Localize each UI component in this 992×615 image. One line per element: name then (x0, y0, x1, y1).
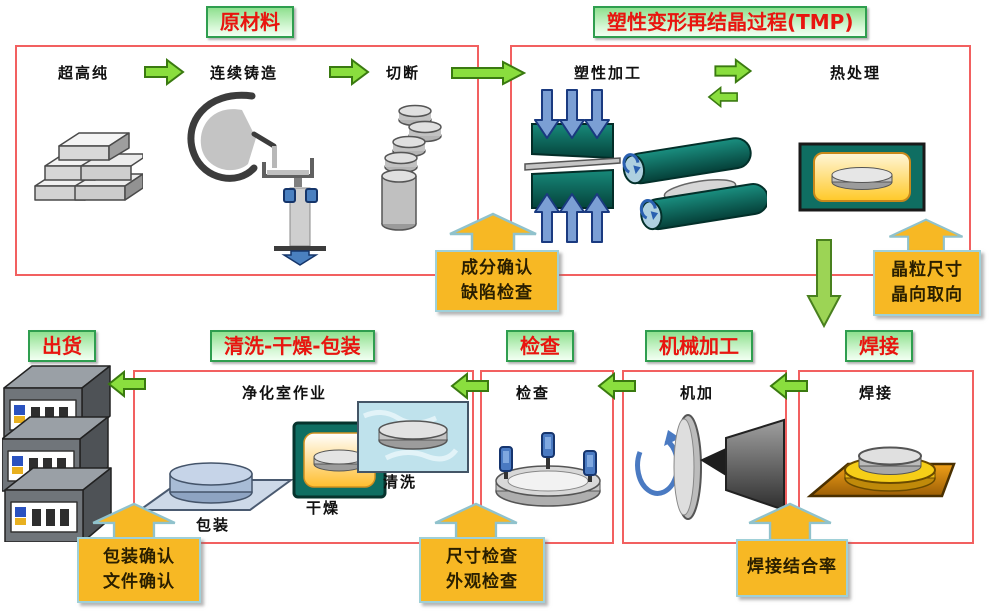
cleaning-tank-illustration (356, 400, 470, 474)
flow-arrow-right-long-icon (450, 60, 526, 86)
callout-dimension-check: 尺寸检查 外观检查 (419, 537, 545, 603)
callout-line: 成分确认 (461, 257, 533, 278)
callout-arrow-up-icon (884, 218, 968, 252)
rolling-mill-illustration (612, 132, 767, 250)
continuous-casting-illustration (172, 88, 340, 266)
callout-arrow-up-icon (430, 502, 522, 540)
inspection-gauges-illustration (486, 425, 610, 517)
title-raw-materials: 原材料 (206, 6, 294, 38)
cut-billets-illustration (375, 98, 445, 238)
flow-arrow-right-icon (710, 58, 756, 84)
step-cutting: 切断 (386, 64, 421, 82)
flow-arrow-right-icon (328, 58, 370, 86)
flow-arrow-left-icon (597, 372, 637, 400)
title-welding: 焊接 (845, 330, 913, 362)
flow-arrow-left-icon (769, 372, 809, 400)
step-cleaning: 清洗 (383, 473, 418, 491)
step-inspection: 检查 (516, 384, 551, 402)
title-tmp-process: 塑性变形再结晶过程(TMP) (593, 6, 868, 38)
step-welding: 焊接 (859, 384, 894, 402)
step-machining: 机加 (680, 384, 715, 402)
inspection-box (480, 370, 614, 544)
welded-target-illustration (802, 418, 962, 513)
callout-composition-check: 成分确认 缺陷检查 (435, 250, 559, 312)
step-plastic-working: 塑性加工 (574, 64, 643, 82)
flow-arrow-left-icon (700, 86, 746, 108)
callout-line: 晶粒尺寸 (891, 259, 963, 280)
lathe-illustration (626, 402, 788, 532)
tmp-box (510, 45, 971, 276)
furnace-illustration (798, 142, 926, 212)
ingot-pile-illustration (33, 108, 143, 203)
flow-arrow-left-icon (450, 372, 490, 400)
callout-line: 文件确认 (103, 572, 175, 592)
callout-bond-rate-check: 焊接结合率 (736, 539, 848, 597)
title-machining: 机械加工 (645, 330, 753, 362)
step-drying: 干燥 (306, 499, 341, 517)
callout-line: 缺陷检查 (461, 283, 533, 303)
callout-arrow-up-icon (744, 502, 836, 540)
machining-box (622, 370, 787, 544)
callout-line: 焊接结合率 (747, 557, 837, 578)
step-cleanroom-operation: 净化室作业 (242, 384, 328, 402)
step-continuous-casting: 连续铸造 (210, 64, 279, 82)
flow-arrow-down-icon (806, 238, 842, 328)
title-shipping: 出货 (28, 330, 96, 362)
callout-arrow-up-icon (448, 212, 538, 252)
packaging-tray-illustration (138, 450, 293, 520)
flow-arrow-left-icon (106, 370, 148, 398)
title-clean-dry-pack: 清洗-干燥-包装 (210, 330, 375, 362)
callout-arrow-up-icon (88, 502, 180, 540)
flow-arrow-right-icon (143, 58, 185, 86)
step-packaging: 包装 (196, 516, 231, 534)
welding-box (798, 370, 974, 544)
callout-packaging-check: 包装确认 文件确认 (77, 537, 201, 603)
callout-grain-check: 晶粒尺寸 晶向取向 (873, 250, 981, 316)
forging-press-illustration (520, 86, 625, 246)
step-heat-treatment: 热处理 (830, 64, 882, 82)
raw-materials-box (15, 45, 479, 276)
title-inspection: 检查 (506, 330, 574, 362)
callout-line: 外观检查 (446, 572, 518, 592)
callout-line: 包装确认 (103, 546, 175, 567)
step-ultra-high-purity: 超高纯 (58, 64, 110, 82)
callout-line: 尺寸检查 (446, 546, 518, 567)
clean-dry-pack-box (133, 370, 474, 544)
callout-line: 晶向取向 (891, 285, 963, 305)
